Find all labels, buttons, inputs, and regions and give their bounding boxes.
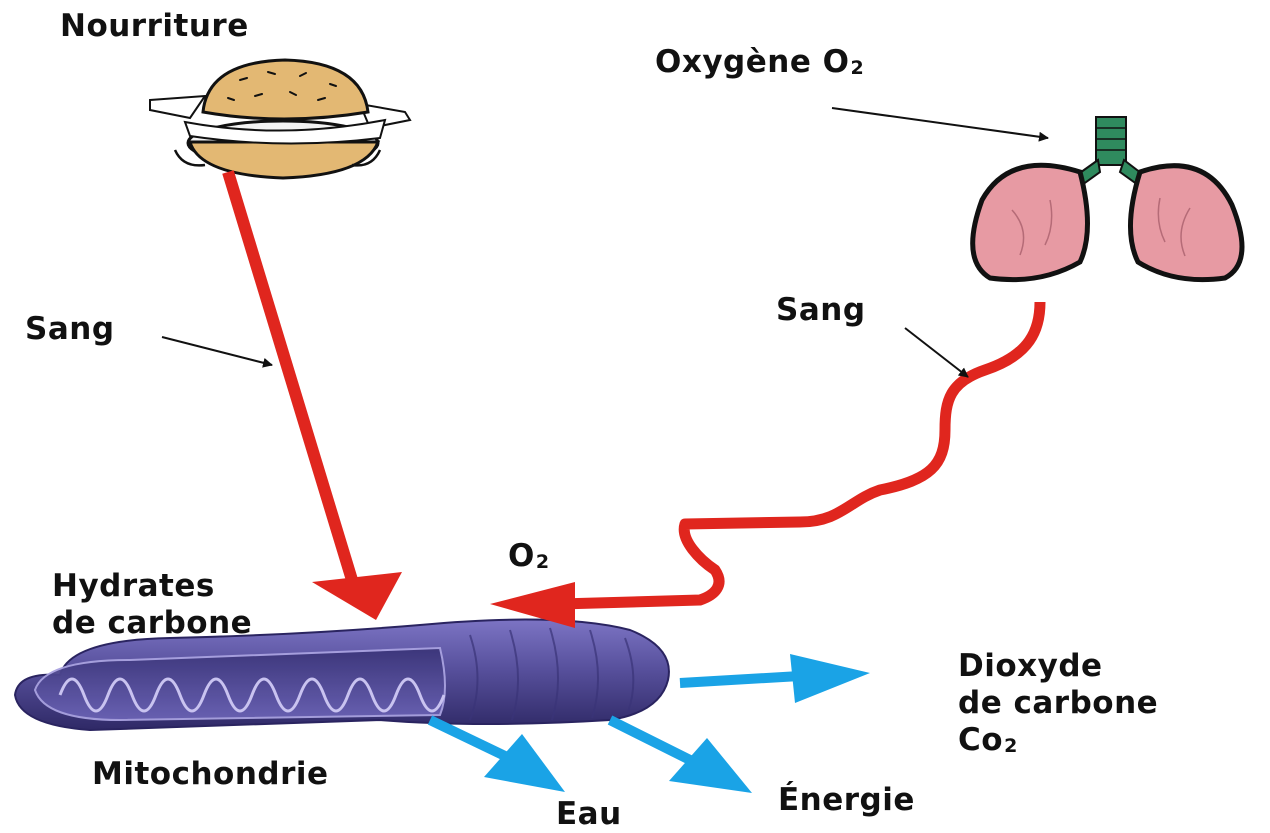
co2-label-line3: Co2 — [958, 722, 1158, 763]
burger-icon — [150, 60, 410, 178]
oxygen-label: Oxygène O2 — [655, 44, 864, 85]
food-to-mitochondria-arrow — [228, 172, 402, 620]
carbs-label-line2: de carbone — [52, 605, 252, 642]
carbs-label-line1: Hydrates — [52, 568, 252, 605]
lungs-to-mitochondria-arrow — [490, 302, 1040, 628]
pointer-oxygen — [832, 108, 1048, 138]
energy-label: Énergie — [778, 782, 915, 819]
co2-output-arrow — [680, 654, 870, 703]
energy-output-arrow — [610, 720, 752, 793]
water-output-arrow — [430, 720, 565, 792]
lungs-icon — [973, 117, 1242, 280]
pointer-blood-right — [905, 328, 968, 377]
o2-label: O2 — [508, 538, 550, 579]
blood-label-right: Sang — [776, 292, 866, 329]
mitochondria-label: Mitochondrie — [92, 756, 329, 793]
co2-label: Dioxyde de carbone Co2 — [958, 648, 1158, 763]
co2-label-line1: Dioxyde — [958, 648, 1158, 685]
co2-label-line2: de carbone — [958, 685, 1158, 722]
food-label: Nourriture — [60, 8, 249, 45]
pointer-blood-left — [162, 337, 272, 365]
water-label: Eau — [556, 796, 622, 833]
blood-label-left: Sang — [25, 311, 115, 348]
carbs-label: Hydrates de carbone — [52, 568, 252, 642]
